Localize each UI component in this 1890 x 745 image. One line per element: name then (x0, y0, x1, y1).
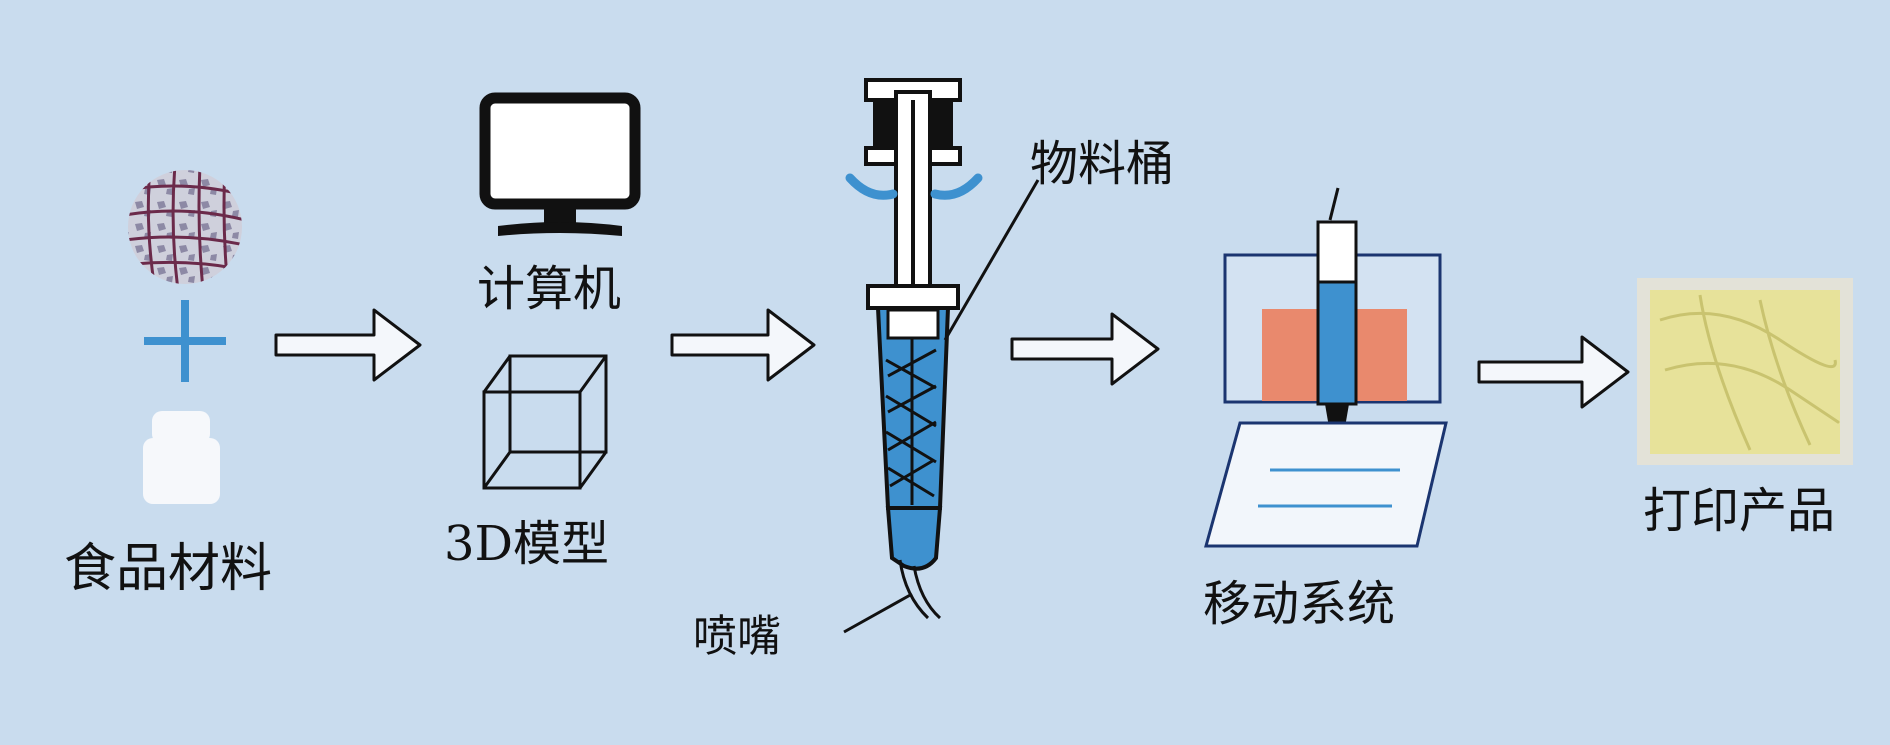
hollow-arrow-icon (670, 308, 816, 382)
extruder-icon (843, 78, 1040, 634)
food-material-label: 食品材料 (64, 539, 273, 599)
cube-icon (482, 354, 608, 490)
plus-icon (144, 300, 226, 382)
nozzle-label: 喷嘴 (693, 611, 781, 662)
hollow-arrow-icon (274, 308, 422, 382)
model-3d-label: 3D模型 (444, 516, 610, 572)
barrel-label: 物料桶 (1030, 136, 1175, 192)
printed-product-label: 打印产品 (1643, 483, 1836, 539)
computer-label: 计算机 (477, 261, 622, 317)
motion-system-label: 移动系统 (1203, 576, 1396, 632)
hollow-arrow-icon (1477, 335, 1630, 409)
powder-container-icon (143, 411, 220, 504)
printer-motion-icon (1204, 187, 1448, 548)
food-texture-icon (128, 170, 242, 284)
printed-product-icon (1637, 278, 1853, 465)
hollow-arrow-icon (1010, 312, 1160, 386)
monitor-icon (479, 92, 641, 236)
